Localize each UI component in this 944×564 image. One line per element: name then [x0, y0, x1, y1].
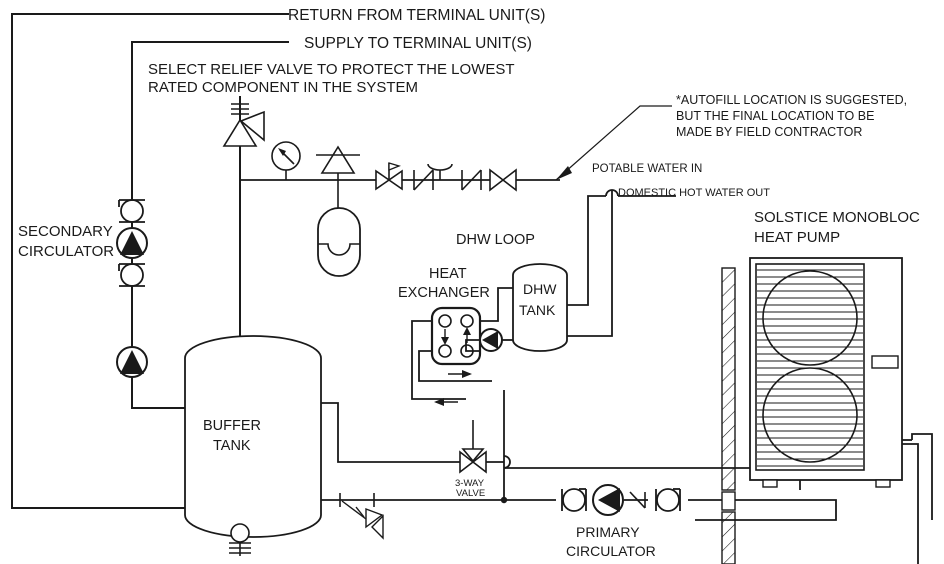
gate-valve	[489, 168, 517, 192]
label-domestic-hot-water-out: DOMESTIC HOT WATER OUT	[618, 187, 770, 199]
heat-pump-coil	[755, 263, 865, 471]
secondary-circulator	[116, 199, 148, 287]
pressure-gauge	[271, 141, 301, 180]
circulator-pump-body	[116, 227, 148, 259]
label-three-way-valve-line1: 3-WAY	[455, 478, 485, 489]
wall	[721, 267, 736, 564]
heat-exchanger	[430, 306, 482, 366]
foot-right	[875, 479, 891, 488]
label-heat-exchanger-line2: EXCHANGER	[398, 285, 490, 301]
fan-lower	[762, 367, 858, 463]
control-panel	[871, 355, 899, 369]
secondary-loop-piping	[11, 13, 289, 509]
isolation-valve-left	[561, 488, 587, 512]
wall-pipe-sleeve	[721, 491, 736, 511]
label-relief-note-line2: RATED COMPONENT IN THE SYSTEM	[148, 79, 418, 96]
label-relief-note-line1: SELECT RELIEF VALVE TO PROTECT THE LOWES…	[148, 61, 515, 78]
expansion-tank	[317, 180, 361, 277]
buffer-tank-primary-piping	[321, 402, 470, 501]
air-separator	[316, 145, 360, 180]
isolation-valve-upper	[118, 199, 145, 223]
heat-exchanger-primary-piping	[411, 320, 492, 400]
label-secondary-circulator-line2: CIRCULATOR	[18, 243, 114, 260]
label-buffer-tank-line1: BUFFER	[203, 418, 261, 434]
three-way-valve	[459, 420, 487, 474]
label-autofill-note-line1: *AUTOFILL LOCATION IS SUGGESTED,	[676, 93, 907, 107]
label-supply-to-terminal: SUPPLY TO TERMINAL UNIT(S)	[304, 35, 532, 52]
label-three-way-valve-line2: VALVE	[456, 488, 485, 499]
isolation-valve-lower	[118, 263, 145, 287]
label-buffer-tank-line2: TANK	[213, 438, 251, 454]
label-secondary-circulator-line1: SECONDARY	[18, 223, 113, 240]
coil-fins	[757, 269, 863, 467]
primary-pump-body	[592, 484, 624, 516]
fan-upper	[762, 270, 858, 366]
label-autofill-note-line3: MADE BY FIELD CONTRACTOR	[676, 125, 862, 139]
label-dhw-loop: DHW LOOP	[456, 232, 535, 248]
secondary-loop-pump-lower	[116, 346, 148, 378]
label-autofill-note-line2: BUT THE FINAL LOCATION TO BE	[676, 109, 874, 123]
label-heat-pump-line1: SOLSTICE MONOBLOC	[754, 209, 920, 226]
label-heat-pump-line2: HEAT PUMP	[754, 229, 840, 246]
autofill-leader	[555, 105, 672, 181]
primary-circulator	[561, 484, 681, 516]
primary-return-piping	[470, 499, 837, 521]
ball-valve	[375, 162, 403, 191]
label-potable-water-in: POTABLE WATER IN	[592, 163, 702, 175]
foot-left	[762, 479, 778, 488]
buffer-tank	[184, 335, 322, 556]
label-dhw-tank-line1: DHW	[523, 281, 557, 297]
backflow-preventer	[413, 163, 482, 191]
buffer-tank-drain	[229, 523, 251, 556]
dhw-loop-piping	[465, 287, 513, 352]
isolation-valve-right	[655, 488, 681, 512]
drain-valve	[339, 493, 384, 540]
relief-valve	[222, 103, 265, 147]
label-dhw-tank-line2: TANK	[519, 302, 556, 318]
label-heat-exchanger-line1: HEAT	[429, 266, 467, 282]
flow-arrow-right	[448, 370, 472, 378]
dhw-tank	[512, 263, 568, 352]
heat-pump	[749, 257, 903, 488]
label-primary-circulator-line1: PRIMARY	[576, 524, 640, 540]
dhw-circulator	[479, 328, 513, 352]
check-valve	[624, 491, 648, 509]
potable-water-piping	[567, 189, 676, 337]
label-return-from-terminal: RETURN FROM TERMINAL UNIT(S)	[288, 7, 545, 24]
label-primary-circulator-line2: CIRCULATOR	[566, 543, 656, 559]
flow-arrow-left	[434, 398, 458, 406]
heat-pump-connection-piping	[902, 433, 933, 564]
